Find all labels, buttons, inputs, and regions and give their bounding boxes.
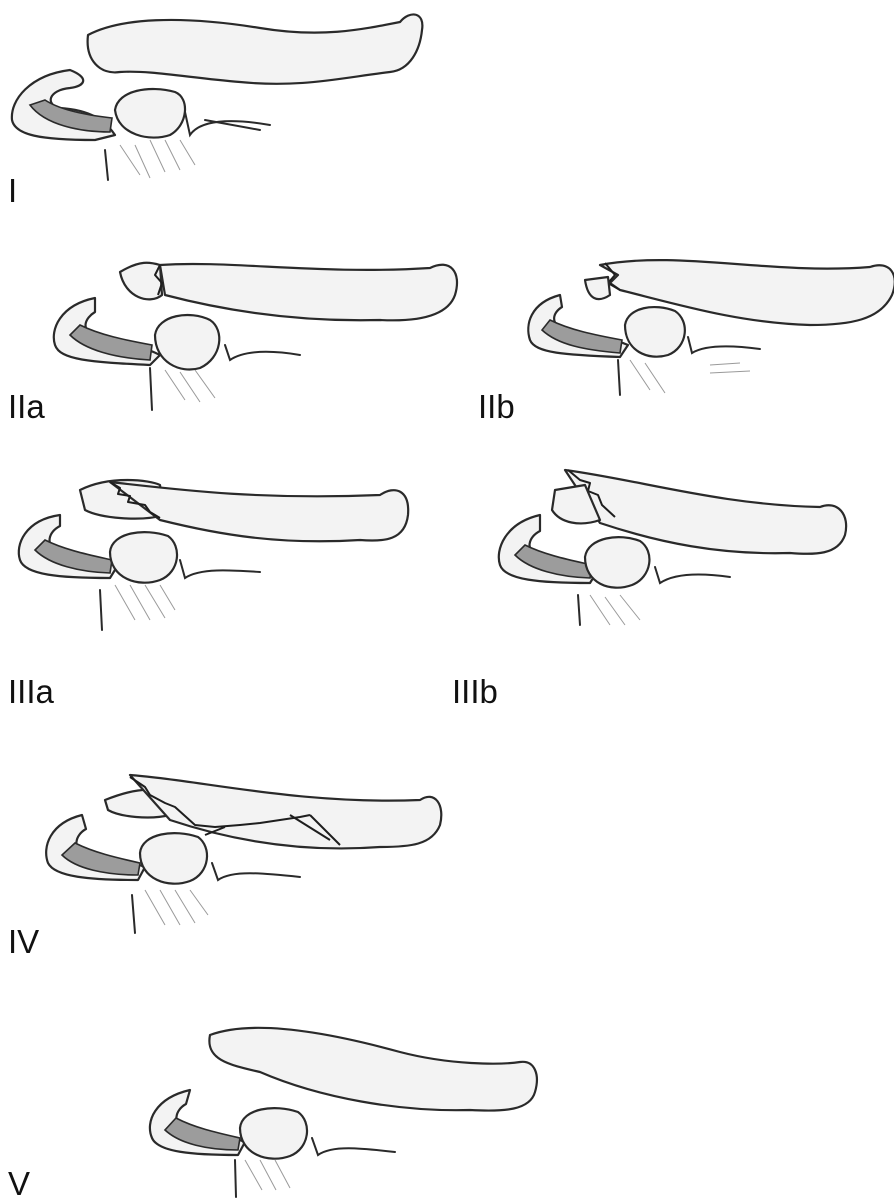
panel-label: IIIb <box>452 675 498 708</box>
shoulder-drawing-I <box>0 0 440 185</box>
panel-type-IIIb: IIIb <box>440 455 894 710</box>
panel-type-IIIa: IIIa <box>0 460 430 710</box>
shoulder-drawing-IIIa <box>0 460 430 640</box>
panel-label: IV <box>8 925 39 958</box>
panel-label: V <box>8 1167 30 1200</box>
panel-label: I <box>8 174 17 207</box>
shoulder-drawing-IIb <box>470 245 894 420</box>
panel-label: IIIa <box>8 675 54 708</box>
panel-type-IIa: IIa <box>0 250 470 420</box>
panel-label: IIb <box>478 390 515 423</box>
shoulder-drawing-IIIb <box>440 455 894 640</box>
panel-type-IV: IV <box>0 765 460 955</box>
panel-label: IIa <box>8 390 45 423</box>
shoulder-drawing-IIa <box>0 250 470 420</box>
panel-type-I: I <box>0 0 440 185</box>
panel-type-IIb: IIb <box>470 245 894 420</box>
panel-type-V: V <box>0 1010 560 1197</box>
shoulder-drawing-IV <box>0 765 460 955</box>
shoulder-drawing-V <box>0 1010 560 1197</box>
